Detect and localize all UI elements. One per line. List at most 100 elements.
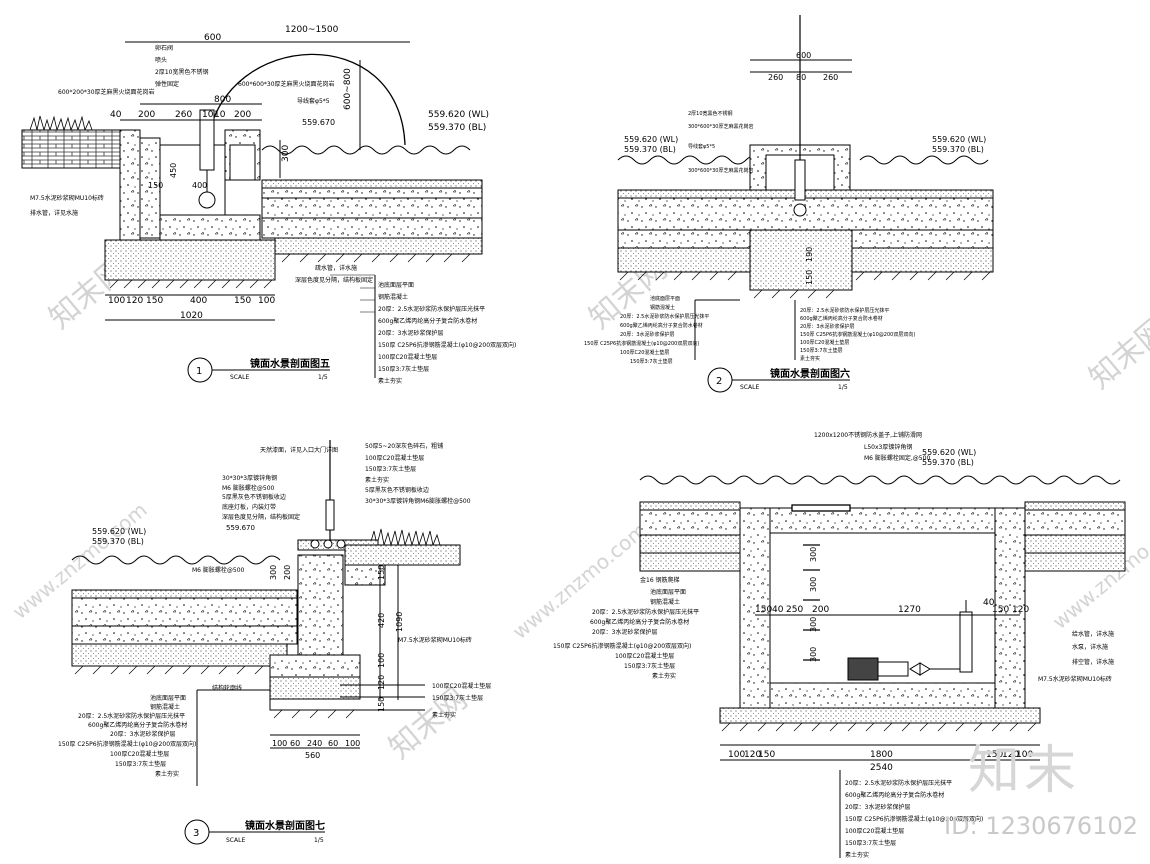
fountain-jet-arc [207, 53, 406, 146]
note: 2厚10宽黑色不锈钢 [155, 68, 208, 76]
section-title: 镜面水景剖面图六 [770, 367, 850, 380]
dim-text: 300 [809, 617, 818, 632]
dim-text: 100 [728, 750, 745, 760]
section-3-title: 3 镜面水景剖面图七 SCALE 1/5 [184, 819, 325, 845]
dim-total: 560 [305, 751, 320, 760]
water-surface [639, 475, 1121, 485]
scale-word: SCALE [226, 837, 245, 844]
dim-text: 1800 [870, 750, 893, 760]
note: M6 膨胀螺栓@500 [192, 566, 245, 574]
grass-icon [369, 528, 441, 547]
layer-note: 150厚 C25P6抗渗钢筋混凝土(φ10@200双层双向) [800, 331, 915, 338]
note: 底座灯板，内装灯带 [222, 503, 276, 511]
section-4-labels: 559.620 (WL) 559.370 (BL) 150 40 250 200… [728, 448, 1033, 773]
note: L50x3厚镀锌角钢 [864, 443, 912, 451]
note: 5厚黑灰色不锈钢板收边 [365, 486, 429, 494]
watermark-text: 知末网 [1083, 311, 1150, 396]
section-4-notes: 1200x1200不锈钢防水盖子,上铺防滑网 L50x3厚镀锌角钢 M6 膨胀螺… [553, 431, 1114, 859]
dim-text: 120 [377, 675, 386, 690]
dim-text: 120 [1012, 605, 1029, 615]
section-title: 镜面水景剖面图五 [250, 357, 330, 370]
grass-icon [29, 115, 93, 132]
dim-text: 600 [204, 33, 221, 43]
layer-note: 20厚：3水泥砂浆保护层 [845, 803, 910, 811]
section-3-drawing [71, 440, 461, 786]
dim-text: 40 [983, 598, 995, 608]
dim-text: 260 [823, 73, 838, 82]
section-4-drawing [639, 475, 1126, 858]
dim-text: 450 [169, 163, 178, 178]
dim-text: 150 [758, 750, 775, 760]
layer-note: 素土夯实 [652, 672, 676, 680]
level-wl: 559.620 (WL) [932, 135, 986, 144]
dim-text: 150 [148, 181, 163, 190]
layer-note: 20厚：2.5水泥砂浆防水保护层压光抹平 [845, 779, 952, 787]
dim-text: 1090 [395, 612, 404, 632]
dim-text: 800 [214, 95, 231, 105]
ladder-rungs [803, 544, 820, 661]
note: 喷头 [155, 56, 167, 64]
layer-note: 素土夯实 [378, 377, 402, 385]
layer-note: 钢筋混凝土 [650, 598, 680, 606]
note: 100厚C20混凝土垫层 [432, 682, 491, 690]
note: 1200x1200不锈钢防水盖子,上铺防滑网 [814, 431, 922, 439]
dim-text: 100 [258, 296, 275, 306]
level-wl: 559.620 (WL) [624, 135, 678, 144]
layer-note: 150厚 C25P6抗渗钢筋混凝土(φ10@200双层双向) [845, 815, 983, 823]
note: 排空管，详水施 [1072, 658, 1114, 666]
dim-text: 200 [138, 110, 155, 120]
water-surface [261, 145, 471, 155]
note: M6 膨胀螺栓固定,@500 [864, 454, 930, 462]
dim-text: 1200~1500 [285, 25, 339, 35]
note: 150厚3:7灰土垫层 [432, 694, 483, 702]
note: 50厚5~20深灰色碎石，粗铺 [365, 442, 443, 450]
layer-note: 20厚：3水泥砂浆保护层 [110, 730, 175, 738]
dim-text: 10 [202, 110, 214, 120]
dim-text: 150 [377, 565, 386, 580]
note: 弹性固定 [155, 80, 179, 88]
layer-note: 池底面层平面 [378, 281, 414, 289]
section-3-notes: 50厚5~20深灰色碎石，粗铺 100厚C20混凝土垫层 150厚3:7灰土垫层… [58, 442, 491, 778]
layer-note: 钢筋混凝土 [150, 703, 180, 711]
watermark-id: ID: 1230676102 [944, 812, 1138, 840]
note: 150厚3:7灰土垫层 [365, 465, 416, 473]
level-bl: 559.370 (BL) [932, 145, 984, 154]
dim-total: 1020 [180, 311, 203, 321]
layer-note: 20厚：2.5水泥砂浆防水保护层压光抹平 [800, 307, 889, 314]
layer-note: 100厚C20混凝土垫层 [110, 750, 169, 758]
layer-note: 20厚：3水泥砂浆保护层 [800, 323, 855, 330]
layer-note: 20厚：3水泥砂浆保护层 [378, 329, 443, 337]
layer-note: 150厚3:7灰土垫层 [378, 365, 429, 373]
layer-note: 100厚C20混凝土垫层 [800, 339, 849, 346]
layer-note: 100厚C20混凝土垫层 [845, 827, 904, 835]
note: 2厚10宽黑色不锈钢 [688, 110, 733, 117]
dim-text: 420 [377, 613, 386, 628]
note: 素土夯实 [432, 711, 456, 719]
layer-note: 600g聚乙烯丙纶高分子复合防水卷材 [800, 315, 883, 322]
layer-note: 150厚 C25P6抗渗钢筋混凝土(φ10@200双层双向) [58, 740, 196, 748]
section-2-labels: 600 260 80 260 559.620 (WL) 559.370 (BL)… [624, 51, 986, 285]
note: 30*30*3厚镀锌角钢 [222, 474, 277, 482]
dim-text: 150 [986, 750, 1003, 760]
dim-text: 120 [744, 750, 761, 760]
layer-note: 池底面层平面 [150, 694, 186, 702]
layer-note: 600g聚乙烯丙纶高分子复合防水卷材 [590, 618, 689, 626]
level-wl: 559.620 (WL) [922, 448, 976, 457]
section-1-drawing [21, 41, 483, 378]
layer-note: 池底面层平面 [650, 588, 686, 596]
dim-text: 100 [1016, 750, 1033, 760]
section-1-labels: 600 1200~1500 800 40 200 260 10 10 200 1… [108, 25, 489, 321]
note: 深层色度见分隔，结构板固定 [295, 276, 373, 284]
layer-note: 150厚 C25P6抗渗钢筋混凝土(φ10@200双层双向) [378, 341, 516, 349]
layer-note: 100厚C20混凝土垫层 [378, 353, 437, 361]
dim-text: 100 [272, 739, 287, 748]
layer-note: 150厚3:7灰土垫层 [845, 839, 896, 847]
layer-note: 100厚C20混凝土垫层 [615, 652, 674, 660]
note: M7.5水泥砂浆砌MU10标砖 [30, 194, 104, 202]
layer-note: 素土夯实 [845, 851, 869, 859]
note: 疏水管，详水施 [315, 264, 357, 272]
layer-note: 150厚3:7灰土垫层 [630, 358, 673, 365]
scale-value: 1/5 [318, 374, 328, 381]
layer-note: 150厚3:7灰土垫层 [115, 760, 166, 768]
dim-text: 200 [283, 565, 292, 580]
